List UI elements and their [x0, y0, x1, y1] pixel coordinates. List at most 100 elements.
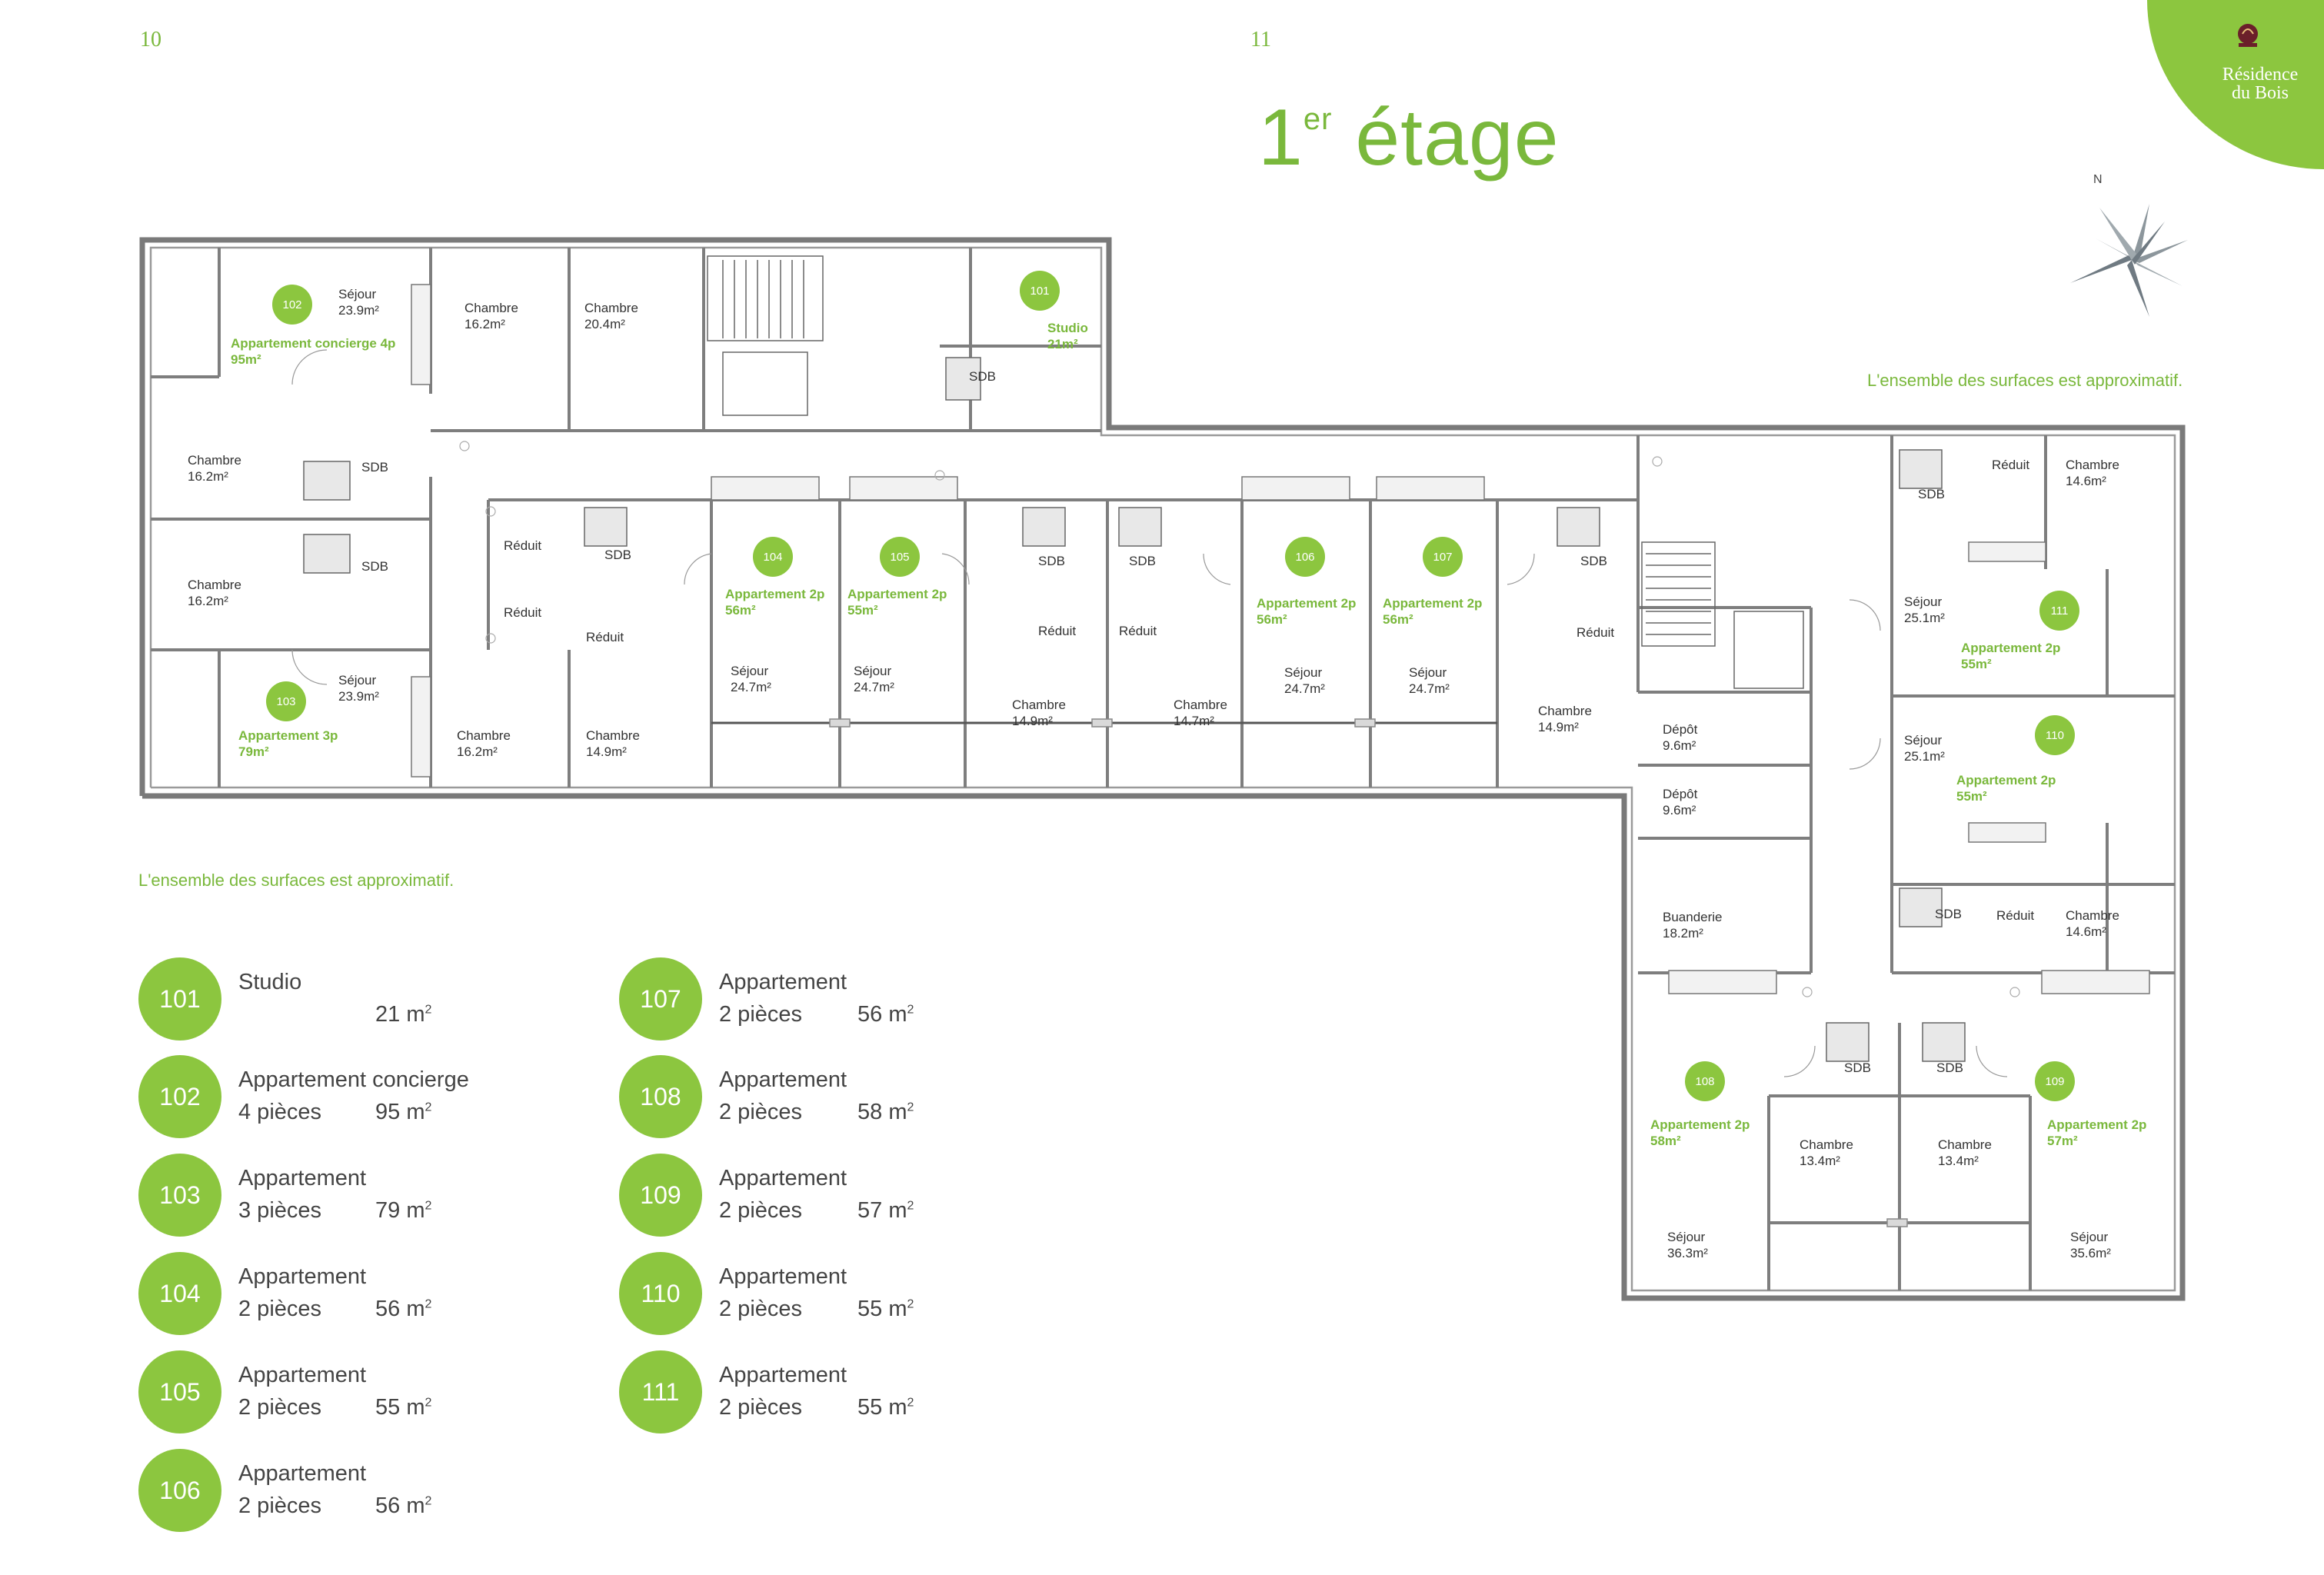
svg-text:Chambre: Chambre [2066, 458, 2119, 472]
legend-badge: 106 [138, 1449, 221, 1532]
room-reduit-b: Réduit [504, 605, 541, 620]
room-reduit-106: Réduit [1119, 624, 1157, 638]
legend-area: 21 m2 [375, 1002, 432, 1027]
room-sdb-107: SDB [1580, 554, 1607, 568]
svg-text:111: 111 [2051, 604, 2069, 618]
legend-area: 55 m2 [375, 1395, 432, 1420]
svg-text:Chambre: Chambre [586, 728, 640, 743]
svg-text:14.6m²: 14.6m² [2066, 924, 2106, 939]
svg-text:21m²: 21m² [1047, 337, 1078, 351]
svg-text:Séjour: Séjour [2070, 1230, 2108, 1244]
legend-rooms: 2 pièces [238, 1297, 322, 1321]
legend-badge: 103 [138, 1154, 221, 1237]
svg-text:Réduit: Réduit [586, 630, 624, 644]
svg-text:58m²: 58m² [1650, 1134, 1681, 1148]
room-chambre-b: Chambre 20.4m² [584, 301, 638, 331]
legend-area: 55 m2 [857, 1297, 914, 1321]
svg-text:25.1m²: 25.1m² [1904, 611, 1945, 625]
svg-text:24.7m²: 24.7m² [854, 680, 894, 694]
room-sdb-110: SDB [1935, 907, 1962, 921]
svg-text:13.4m²: 13.4m² [1938, 1154, 1979, 1168]
legend-rooms: 4 pièces [238, 1100, 322, 1124]
legend-badge: 105 [138, 1350, 221, 1433]
legend-rooms: 2 pièces [238, 1493, 322, 1518]
svg-text:Chambre: Chambre [584, 301, 638, 315]
svg-text:Chambre: Chambre [1012, 698, 1066, 712]
brand-logo: Résidence du Bois [2147, 0, 2324, 169]
svg-text:SDB: SDB [604, 548, 631, 562]
legend-name: Appartement [238, 1264, 367, 1289]
legend-area: 58 m2 [857, 1100, 914, 1124]
room-reduit-a: Réduit [504, 538, 541, 553]
svg-text:16.2m²: 16.2m² [188, 594, 228, 608]
legend-rooms: 2 pièces [719, 1002, 803, 1027]
legend-rooms: 2 pièces [719, 1100, 803, 1124]
title-superscript: er [1303, 102, 1333, 136]
svg-text:14.9m²: 14.9m² [586, 744, 627, 759]
svg-text:Séjour: Séjour [338, 673, 376, 688]
legend-badge: 110 [619, 1252, 702, 1335]
room-reduit-105: Réduit [1038, 624, 1076, 638]
svg-text:Appartement 2p: Appartement 2p [725, 587, 824, 601]
title-number: 1 [1258, 93, 1304, 182]
svg-text:9.6m²: 9.6m² [1663, 803, 1696, 817]
svg-text:Réduit: Réduit [1992, 458, 2029, 472]
legend-rooms: 2 pièces [719, 1198, 803, 1223]
svg-text:Appartement 2p: Appartement 2p [1961, 641, 2060, 655]
room-sdb-b: SDB [361, 559, 388, 574]
svg-text:9.6m²: 9.6m² [1663, 738, 1696, 753]
legend-area: 56 m2 [375, 1297, 432, 1321]
svg-text:Appartement 2p: Appartement 2p [1257, 596, 1356, 611]
svg-text:106: 106 [1295, 551, 1314, 564]
room-reduit-104: Réduit [586, 630, 624, 644]
title-text: étage [1332, 93, 1560, 182]
svg-text:Appartement concierge 4p: Appartement concierge 4p [231, 336, 395, 351]
legend-rooms: 2 pièces [719, 1297, 803, 1321]
legend-badge: 101 [138, 957, 221, 1041]
svg-text:Chambre: Chambre [1938, 1137, 1992, 1152]
svg-text:55m²: 55m² [1956, 789, 1987, 804]
svg-text:SDB: SDB [1844, 1061, 1871, 1075]
page-title: 1er étage [1258, 92, 1560, 184]
svg-text:79m²: 79m² [238, 744, 269, 759]
legend-name: Appartement [238, 1461, 367, 1486]
room-sdb-108: SDB [1844, 1061, 1871, 1075]
svg-text:108: 108 [1695, 1075, 1714, 1088]
room-reduit-110: Réduit [1996, 908, 2034, 923]
svg-text:SDB: SDB [1918, 487, 1945, 501]
svg-text:101: 101 [1030, 285, 1049, 298]
svg-text:Réduit: Réduit [504, 538, 541, 553]
svg-text:Réduit: Réduit [1996, 908, 2034, 923]
svg-text:Chambre: Chambre [464, 301, 518, 315]
svg-text:55m²: 55m² [1961, 657, 1992, 671]
svg-text:Séjour: Séjour [1409, 665, 1447, 680]
legend-badge: 111 [619, 1350, 702, 1433]
legend-name: Appartement [719, 1363, 847, 1387]
svg-text:20.4m²: 20.4m² [584, 317, 625, 331]
svg-text:23.9m²: 23.9m² [338, 303, 379, 318]
svg-text:105: 105 [890, 551, 909, 564]
legend-name: Appartement concierge [238, 1067, 469, 1092]
svg-text:25.1m²: 25.1m² [1904, 749, 1945, 764]
legend-name: Studio [238, 970, 302, 994]
